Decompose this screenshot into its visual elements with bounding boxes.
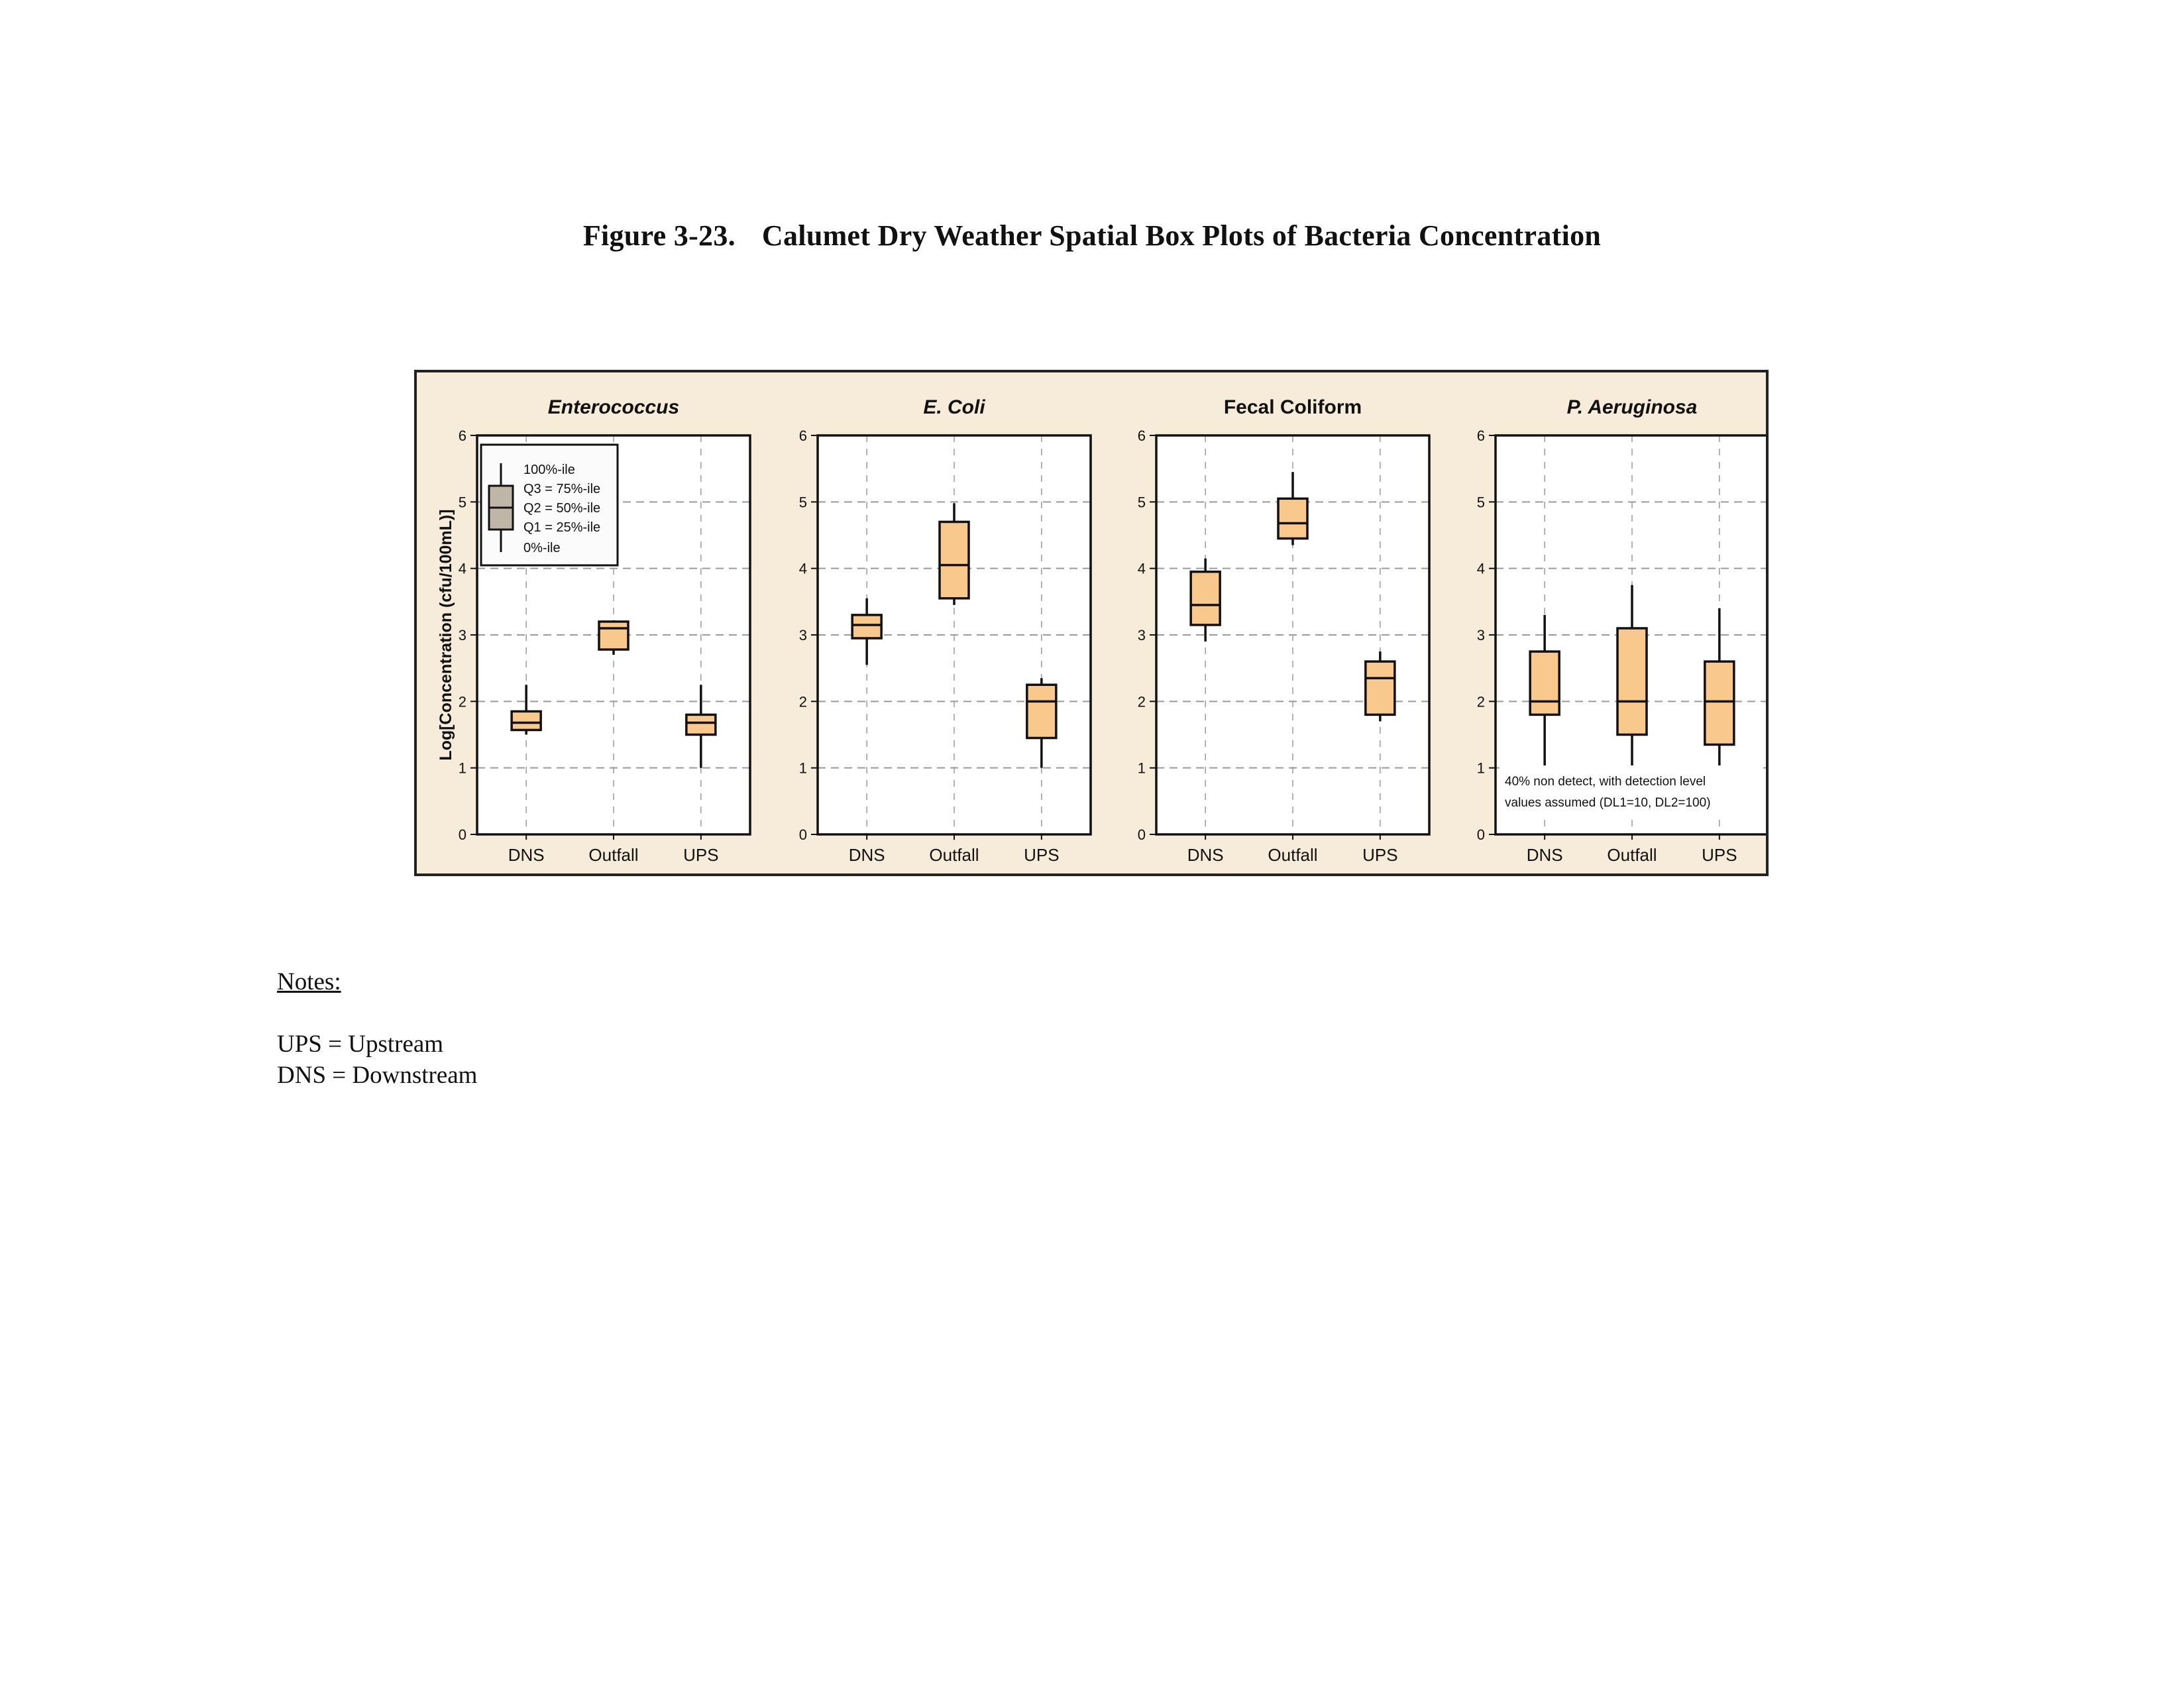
panel-2-y-tick-label: 1 — [799, 760, 807, 777]
panel-4-y-tick-label: 6 — [1477, 427, 1485, 444]
panel-4-x-tick-label: Outfall — [1607, 845, 1657, 865]
panel-3-x-tick-label: Outfall — [1268, 845, 1317, 865]
panel-1-box-outfall — [598, 620, 629, 651]
panel-3-title: Fecal Coliform — [1224, 396, 1362, 418]
panel-1-y-tick-label: 4 — [459, 561, 466, 577]
panel-4-x-tick-label: DNS — [1527, 845, 1563, 865]
panel-4-title: P. Aeruginosa — [1567, 396, 1698, 418]
panel-2-x-tick-label: Outfall — [929, 845, 979, 865]
panel-1-plot-border — [476, 434, 751, 836]
panel-1-x-tick-label: Outfall — [588, 845, 638, 865]
legend-entry: 0%-ile — [523, 541, 561, 555]
panel-4-annotation-line: 40% non detect, with detection level — [1505, 775, 1706, 789]
panel-4-y-tick-label: 3 — [1477, 627, 1485, 644]
legend-entry: Q2 = 50%-ile — [523, 501, 600, 516]
panel-3-y-tick-label: 5 — [1138, 494, 1146, 510]
panel-3-y-tick-label: 4 — [1138, 561, 1146, 577]
panel-4-box-outfall — [1616, 627, 1648, 736]
panel-4-y-tick-label: 4 — [1477, 561, 1485, 577]
notes-heading: Notes: — [277, 968, 341, 995]
panel-3-y-tick-label: 0 — [1138, 826, 1146, 843]
panel-3-box-dns — [1189, 570, 1221, 626]
panel-2-box-dns — [851, 614, 883, 640]
panel-4-y-tick-label: 2 — [1477, 693, 1485, 710]
panel-3-box-ups — [1364, 660, 1396, 716]
panel-2-y-tick-label: 0 — [799, 826, 807, 843]
note-line-upstream: UPS = Upstream — [277, 1031, 444, 1058]
panel-1-x-tick-label: UPS — [683, 845, 718, 865]
panel-2-y-tick-label: 2 — [799, 693, 807, 710]
panel-3-x-tick-label: UPS — [1362, 845, 1397, 865]
panel-1-y-tick-label: 6 — [459, 427, 466, 444]
legend-entry: Q1 = 25%-ile — [523, 520, 600, 535]
panel-1-y-tick-label: 2 — [459, 693, 466, 710]
figure-title-text: Calumet Dry Weather Spatial Box Plots of… — [761, 219, 1602, 252]
panel-2-plot-border — [816, 434, 1092, 836]
panel-1-box-dns — [510, 710, 542, 732]
panel-3-y-tick-label: 6 — [1138, 427, 1146, 444]
panel-2-box-ups — [1026, 683, 1058, 740]
panel-1-x-tick-label: DNS — [508, 845, 545, 865]
legend-entry: Q3 = 75%-ile — [523, 482, 600, 496]
panel-4-y-tick-label: 0 — [1477, 826, 1485, 843]
panel-3-x-tick-label: DNS — [1187, 845, 1224, 865]
figure-title: Figure 3-23. Calumet Dry Weather Spatial … — [0, 219, 2184, 253]
panel-2-y-tick-label: 4 — [799, 561, 807, 577]
panel-3-y-tick-label: 1 — [1138, 760, 1146, 777]
panel-3-box-outfall — [1277, 497, 1309, 540]
panel-4-box-dns — [1529, 650, 1560, 716]
panel-3-y-tick-label: 2 — [1138, 693, 1146, 710]
panel-1-y-tick-label: 3 — [459, 627, 466, 644]
legend-entry: 100%-ile — [523, 463, 575, 477]
panel-3-y-tick-label: 3 — [1138, 627, 1146, 644]
panel-4-plot-border — [1494, 434, 1766, 836]
panel-4-x-tick-label: UPS — [1702, 845, 1737, 865]
panel-4-box-ups — [1704, 660, 1735, 746]
panel-2-y-tick-label: 6 — [799, 427, 807, 444]
panel-4-annotation-bg — [1500, 765, 1763, 816]
panel-4-y-tick-label: 5 — [1477, 494, 1485, 510]
panel-4-y-tick-label: 1 — [1477, 760, 1485, 777]
panel-1-title: Enterococcus — [548, 396, 679, 418]
figure-number: Figure 3-23. — [582, 219, 736, 252]
panel-2-x-tick-label: UPS — [1024, 845, 1059, 865]
note-line-downstream: DNS = Downstream — [277, 1062, 478, 1089]
panel-1-y-tick-label: 1 — [459, 760, 466, 777]
notes: Notes: UPS = Upstream DNS = Downstream — [277, 966, 477, 1091]
panel-2-box-outfall — [938, 520, 970, 600]
panel-1-y-axis-label: Log[Concentration (cfu/100mL)] — [437, 509, 455, 760]
panel-1-box-ups — [685, 713, 717, 736]
panel-3-plot-border — [1155, 434, 1431, 836]
panel-1-y-tick-label: 5 — [459, 494, 466, 510]
panel-2-y-tick-label: 3 — [799, 627, 807, 644]
panel-1-y-tick-label: 0 — [459, 826, 466, 843]
panel-2-x-tick-label: DNS — [849, 845, 885, 865]
panel-4-annotation-line: values assumed (DL1=10, DL2=100) — [1505, 796, 1711, 810]
panel-2-title: E. Coli — [923, 396, 985, 418]
panel-2-y-tick-label: 5 — [799, 494, 807, 510]
